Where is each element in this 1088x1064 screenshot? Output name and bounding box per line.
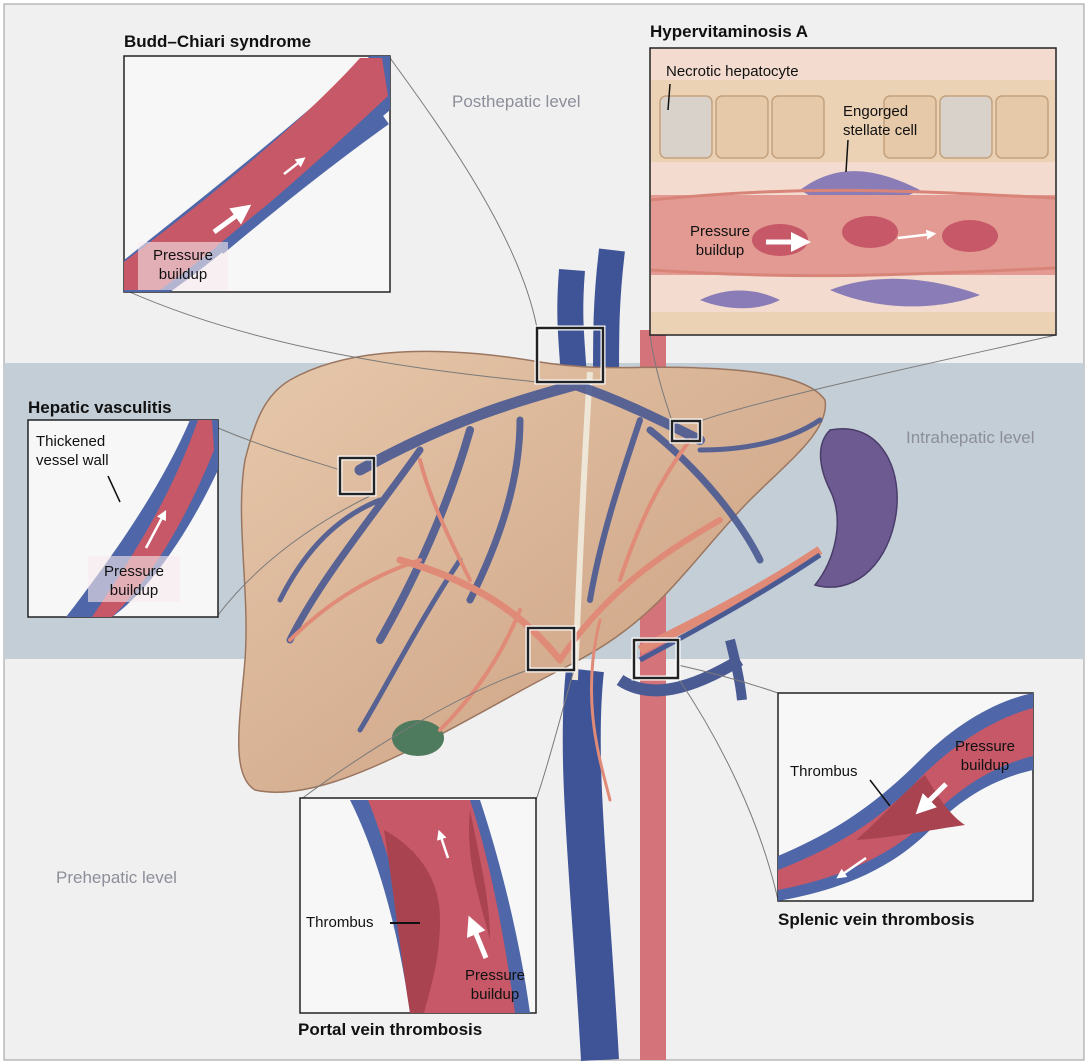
pressure-line-1: Pressure <box>152 247 214 264</box>
pressure-line-2: buildup <box>158 266 208 283</box>
vasculitis-pressure-label: Pressure buildup <box>88 562 180 600</box>
hepatic-veins <box>277 379 823 733</box>
panel-splenic <box>777 692 1034 902</box>
pressure-line-1: Pressure <box>464 967 526 984</box>
panel-budd-chiari <box>123 55 391 293</box>
panel-portal <box>299 797 537 1014</box>
ivc-lower <box>562 667 619 1062</box>
thickened-line-1: Thickened <box>36 433 106 450</box>
panel-hypervitaminosis <box>649 47 1057 336</box>
necrotic-hepatocyte-label: Necrotic hepatocyte <box>666 63 799 80</box>
pressure-line-2: buildup <box>109 582 159 599</box>
pressure-line-2: buildup <box>470 986 520 1003</box>
splenic-title: Splenic vein thrombosis <box>778 910 975 929</box>
thickened-wall-label: Thickened vessel wall <box>36 432 109 470</box>
thickened-line-2: vessel wall <box>36 452 109 469</box>
pressure-line-2: buildup <box>695 242 745 259</box>
location-boxes <box>337 325 703 681</box>
panel-vasculitis <box>27 419 219 618</box>
hypervitaminosis-title: Hypervitaminosis A <box>650 22 809 41</box>
posthepatic-level-label: Posthepatic level <box>452 92 581 111</box>
pressure-line-1: Pressure <box>954 738 1016 755</box>
portal-title: Portal vein thrombosis <box>298 1020 483 1039</box>
falciform-ligament <box>572 371 593 681</box>
prehepatic-level-label: Prehepatic level <box>56 868 177 887</box>
gallbladder <box>392 720 444 756</box>
engorged-line-2: stellate cell <box>843 122 918 139</box>
vasculitis-title: Hepatic vasculitis <box>28 398 172 417</box>
engorged-line-1: Engorged <box>843 103 909 120</box>
callout-lines <box>124 57 1057 901</box>
splenic-pressure-label: Pressure buildup <box>940 737 1030 775</box>
hypervitaminosis-pressure-label: Pressure buildup <box>676 222 764 260</box>
pressure-line-1: Pressure <box>689 223 751 240</box>
portal-pressure-label: Pressure buildup <box>450 966 540 1004</box>
ivc-upper <box>557 268 587 381</box>
pressure-line-1: Pressure <box>103 563 165 580</box>
budd-chiari-pressure-label: Pressure buildup <box>138 246 228 284</box>
splenic-thrombus-label: Thrombus <box>790 763 858 780</box>
budd-chiari-title: Budd–Chiari syndrome <box>124 32 312 51</box>
portal-thrombus-label: Thrombus <box>306 914 374 931</box>
engorged-stellate-label: Engorged stellate cell <box>843 102 917 140</box>
intrahepatic-level-label: Intrahepatic level <box>906 428 1035 447</box>
spleen <box>813 427 898 588</box>
pressure-line-2: buildup <box>960 757 1010 774</box>
